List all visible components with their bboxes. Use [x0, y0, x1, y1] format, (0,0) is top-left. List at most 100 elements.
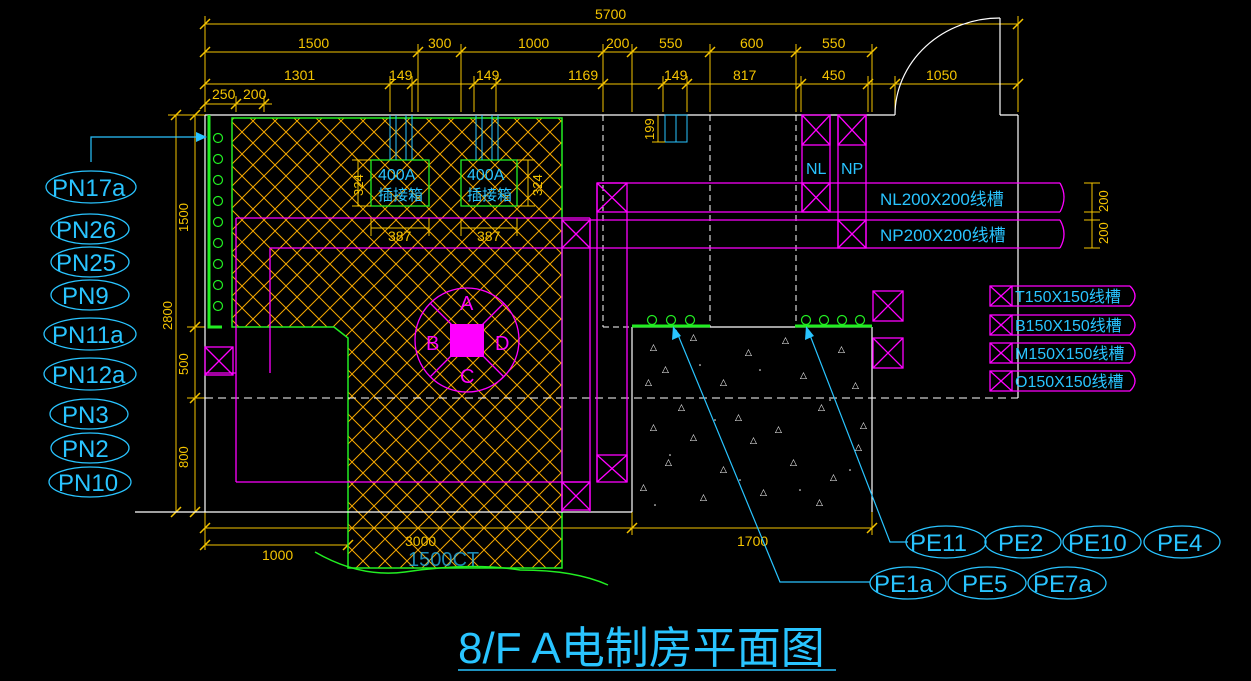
nl-label: NL — [806, 161, 827, 178]
riser-core — [450, 324, 484, 357]
dim-top-row2-6: 817 — [733, 67, 757, 83]
pe-tags — [869, 525, 1221, 600]
earth-bar-pe-right — [795, 314, 872, 328]
dim-bottom-b: 1000 — [262, 547, 293, 563]
dim-top-row1-5: 550 — [659, 35, 683, 51]
pn-tag-4: PN9 — [62, 283, 109, 310]
svg-text:△: △ — [720, 378, 727, 388]
svg-text:△: △ — [816, 498, 823, 508]
dim-top-row2-3: 149 — [476, 67, 500, 83]
dim-top-row2-8: 1050 — [926, 67, 957, 83]
pe-tag-2: PE2 — [998, 530, 1043, 557]
pn-tag-3: PN25 — [56, 250, 116, 277]
svg-text:△: △ — [790, 458, 797, 468]
drawing-title: 8/F A电制房平面图 — [458, 624, 825, 673]
svg-text:△: △ — [775, 425, 782, 435]
dim-left-2: 500 — [176, 353, 191, 375]
svg-text:△: △ — [640, 483, 647, 493]
leader-lines — [90, 136, 908, 583]
small-tray-4: O150X150线槽 — [1015, 373, 1124, 391]
svg-text:△: △ — [645, 378, 652, 388]
svg-text:△: △ — [662, 365, 669, 375]
svg-text:△: △ — [860, 421, 867, 431]
dim-top-row2-4: 1169 — [568, 67, 598, 83]
svg-text:△: △ — [735, 413, 742, 423]
riser-a: A — [460, 293, 474, 315]
tray-dim-2: 200 — [1096, 222, 1111, 244]
svg-text:△: △ — [665, 458, 672, 468]
tray-size-dims — [1084, 182, 1100, 249]
dim-199: 199 — [642, 118, 657, 140]
riser-d: D — [495, 333, 509, 355]
top-dim-ticks — [199, 18, 1024, 110]
pn-tag-9: PN10 — [58, 470, 118, 497]
pn-tag-7: PN3 — [62, 402, 109, 429]
small-tray-1: T150X150线槽 — [1015, 288, 1121, 306]
svg-text:△: △ — [650, 343, 657, 353]
cut-line — [314, 551, 609, 586]
svg-text:△: △ — [782, 336, 789, 346]
small-tray-2: B150X150线槽 — [1015, 317, 1122, 335]
riser-c: C — [460, 366, 474, 388]
dim-left-overall: 2800 — [160, 301, 175, 330]
svg-text:△: △ — [852, 381, 859, 391]
left-dimensions — [168, 114, 205, 513]
dim-top-row1-2: 300 — [428, 35, 452, 51]
pn-tag-1: PN17a — [52, 175, 126, 202]
tray-label-np: NP200X200线槽 — [880, 226, 1006, 245]
bottom-dim-ticks — [199, 522, 878, 551]
tapoff-right-line2: 插接箱 — [467, 187, 512, 204]
small-tray-3: M150X150线槽 — [1015, 345, 1124, 363]
riser-b: B — [426, 333, 439, 355]
pe-tag-4: PE4 — [1157, 530, 1202, 557]
svg-text:△: △ — [700, 493, 707, 503]
dim-bottom-c: 1700 — [737, 533, 768, 549]
dim-box-h2: 324 — [530, 174, 545, 196]
svg-text:△: △ — [690, 333, 697, 343]
svg-text:△: △ — [855, 443, 862, 453]
dim-top-row1-7: 550 — [822, 35, 846, 51]
ct-label: 1500CT — [408, 549, 479, 571]
small-tray-legend — [989, 285, 1136, 392]
svg-text:△: △ — [760, 488, 767, 498]
pn-tag-5: PN11a — [52, 322, 124, 349]
earth-bar-left — [207, 115, 224, 329]
svg-text:△: △ — [720, 465, 727, 475]
dim-box-w2: 387 — [477, 228, 501, 244]
tapoff-boxes — [352, 114, 688, 236]
dim-top-row1-6: 600 — [740, 35, 764, 51]
dim-top-row2-2: 149 — [389, 67, 413, 83]
dim-left-1: 1500 — [176, 203, 191, 232]
svg-text:△: △ — [838, 345, 845, 355]
concrete-plinth: △△△ △△△ △△△ △△△ △△△ △△△ △△△ △△△ △△△ — [640, 333, 867, 508]
dim-top-row2-5: 149 — [664, 67, 688, 83]
svg-text:△: △ — [690, 433, 697, 443]
riser-boxes — [204, 114, 904, 511]
dim-top-row3-2: 200 — [243, 86, 267, 102]
dim-top-row2-1: 1301 — [284, 67, 315, 83]
tapoff-right-line1: 400A — [467, 167, 505, 184]
svg-text:△: △ — [818, 403, 825, 413]
dim-left-3: 800 — [176, 446, 191, 468]
tapoff-left-line1: 400A — [378, 167, 416, 184]
svg-text:△: △ — [650, 423, 657, 433]
earth-bar-pe-left — [632, 314, 710, 328]
tapoff-left-line2: 插接箱 — [378, 187, 423, 204]
dim-top-row1-4: 200 — [606, 35, 630, 51]
dim-top-row2-7: 450 — [822, 67, 846, 83]
tray-dim-1: 200 — [1096, 190, 1111, 212]
svg-text:△: △ — [750, 436, 757, 446]
dim-box-h1: 324 — [351, 174, 366, 196]
dim-top-row1-1: 1500 — [298, 35, 329, 51]
pn-tag-2: PN26 — [56, 217, 116, 244]
pe-tag-3: PE10 — [1068, 530, 1127, 557]
dim-overall-top: 5700 — [595, 6, 626, 22]
svg-text:△: △ — [678, 403, 685, 413]
top-dimensions — [204, 16, 1019, 112]
dim-box-w1: 387 — [388, 228, 412, 244]
svg-text:△: △ — [800, 371, 807, 381]
pn-tag-8: PN2 — [62, 436, 109, 463]
pn-tags — [43, 170, 137, 498]
pe-tag-7: PE7a — [1033, 571, 1092, 598]
